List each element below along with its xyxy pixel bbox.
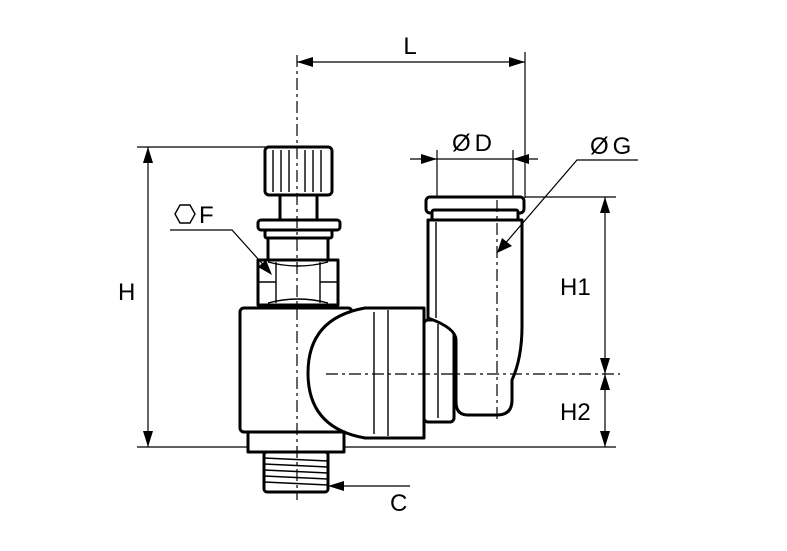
dimension-h1-h2: H1 H2 xyxy=(344,196,616,448)
label-h1: H1 xyxy=(560,274,591,301)
release-collet xyxy=(424,195,526,222)
leader-c: C xyxy=(328,481,410,517)
lower-hex xyxy=(246,430,346,454)
label-f: F xyxy=(199,202,214,229)
swivel-ring xyxy=(306,306,426,440)
center-lines xyxy=(296,55,620,500)
knob-stem xyxy=(278,193,319,222)
label-g: G xyxy=(613,133,632,160)
label-c: C xyxy=(390,490,407,517)
diameter-symbol-d: Ø xyxy=(452,130,471,157)
swivel-collar xyxy=(422,318,456,424)
dimension-l: L xyxy=(297,33,526,198)
label-d: D xyxy=(475,130,492,157)
label-h2: H2 xyxy=(560,399,591,426)
label-h: H xyxy=(118,279,135,306)
thread-end xyxy=(262,450,330,494)
adjusting-knob xyxy=(263,145,334,197)
diameter-symbol-g: Ø xyxy=(590,133,609,160)
hex-nut xyxy=(256,258,340,307)
neck xyxy=(266,236,330,262)
label-l: L xyxy=(403,33,416,60)
svg-text:ØD: ØD xyxy=(452,130,492,157)
fitting-body xyxy=(238,145,526,494)
leader-f: F xyxy=(170,202,272,275)
dimension-h: H xyxy=(118,146,266,448)
lock-nut xyxy=(256,218,342,240)
svg-text:ØG: ØG xyxy=(590,133,631,160)
hexagon-icon xyxy=(174,204,196,224)
